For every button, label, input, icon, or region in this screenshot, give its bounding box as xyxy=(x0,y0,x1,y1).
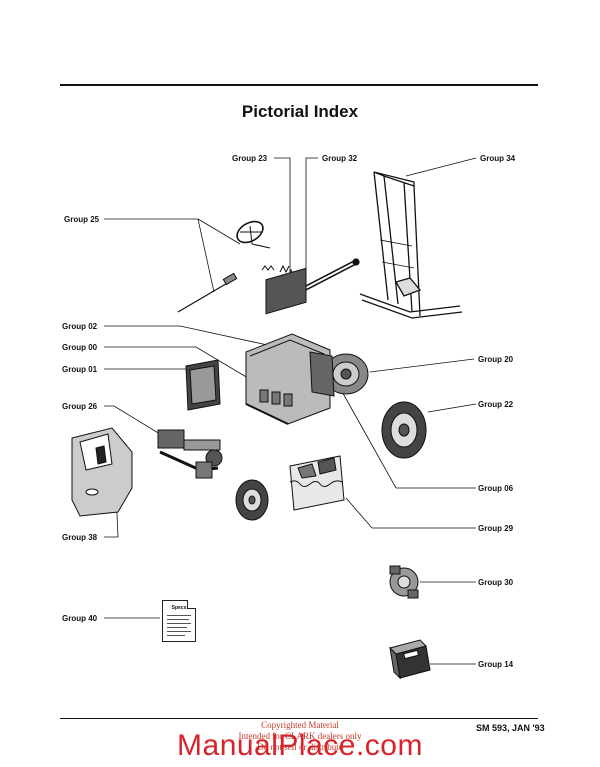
leader-g34 xyxy=(405,157,477,177)
label-group-38: Group 38 xyxy=(62,533,98,542)
label-group-32: Group 32 xyxy=(322,154,358,163)
label-group-34: Group 34 xyxy=(480,154,516,163)
copyright-line-1: Copyrighted Material xyxy=(261,720,339,730)
battery-icon xyxy=(389,639,431,680)
steering-wheel-icon xyxy=(236,220,271,249)
label-group-14: Group 14 xyxy=(478,660,514,669)
footer-reference: SM 593, JAN '93 xyxy=(476,723,545,733)
label-group-30: Group 30 xyxy=(478,578,514,587)
label-group-02: Group 02 xyxy=(62,322,98,331)
label-group-01: Group 01 xyxy=(62,365,98,374)
specs-document-icon: Specs xyxy=(162,600,196,642)
leader-g02 xyxy=(104,325,273,347)
radiator-icon xyxy=(185,359,221,411)
label-group-25: Group 25 xyxy=(64,215,100,224)
label-group-40: Group 40 xyxy=(62,614,98,623)
leader-g25 xyxy=(104,218,241,293)
copyright-line-3: Do not sell or distribute xyxy=(257,742,343,752)
steering-column-icon xyxy=(177,272,238,313)
leader-g00 xyxy=(104,346,249,379)
label-group-29: Group 29 xyxy=(478,524,514,533)
page-title: Pictorial Index xyxy=(241,102,359,121)
label-group-20: Group 20 xyxy=(478,355,514,364)
label-group-26: Group 26 xyxy=(62,402,98,411)
leader-g32 xyxy=(305,157,318,276)
leader-g20 xyxy=(369,358,475,373)
top-rule xyxy=(60,84,538,86)
bottom-rule xyxy=(60,718,538,719)
specs-line xyxy=(167,623,191,624)
specs-line xyxy=(167,635,185,636)
specs-title: Specs xyxy=(171,605,187,611)
leader-g26 xyxy=(104,405,161,435)
steer-axle-icon xyxy=(157,429,223,479)
label-group-00: Group 00 xyxy=(62,343,98,352)
leader-g22 xyxy=(427,403,477,413)
copyright-line-2: Intended for CLARK dealers only xyxy=(238,731,362,741)
label-group-22: Group 22 xyxy=(478,400,514,409)
hydraulic-cylinder-icon xyxy=(300,258,360,293)
tire-large-icon xyxy=(381,401,427,459)
label-group-23: Group 23 xyxy=(232,154,268,163)
specs-line xyxy=(167,627,187,628)
mast-icon xyxy=(359,171,463,319)
specs-line xyxy=(167,619,189,620)
leader-g29 xyxy=(345,497,476,529)
counterweight-icon xyxy=(71,427,133,517)
frame-icon xyxy=(289,455,345,511)
label-group-06: Group 06 xyxy=(478,484,514,493)
watermark: ManualPlace.com xyxy=(177,729,423,762)
engine-icon xyxy=(245,267,331,425)
specs-line xyxy=(167,631,191,632)
tire-small-icon xyxy=(235,479,269,521)
drive-axle-icon xyxy=(309,351,369,397)
page-fold xyxy=(187,600,196,609)
specs-line xyxy=(167,615,191,616)
leader-g06 xyxy=(339,387,476,489)
leader-g23 xyxy=(274,157,291,272)
brake-assembly-icon xyxy=(389,565,419,599)
